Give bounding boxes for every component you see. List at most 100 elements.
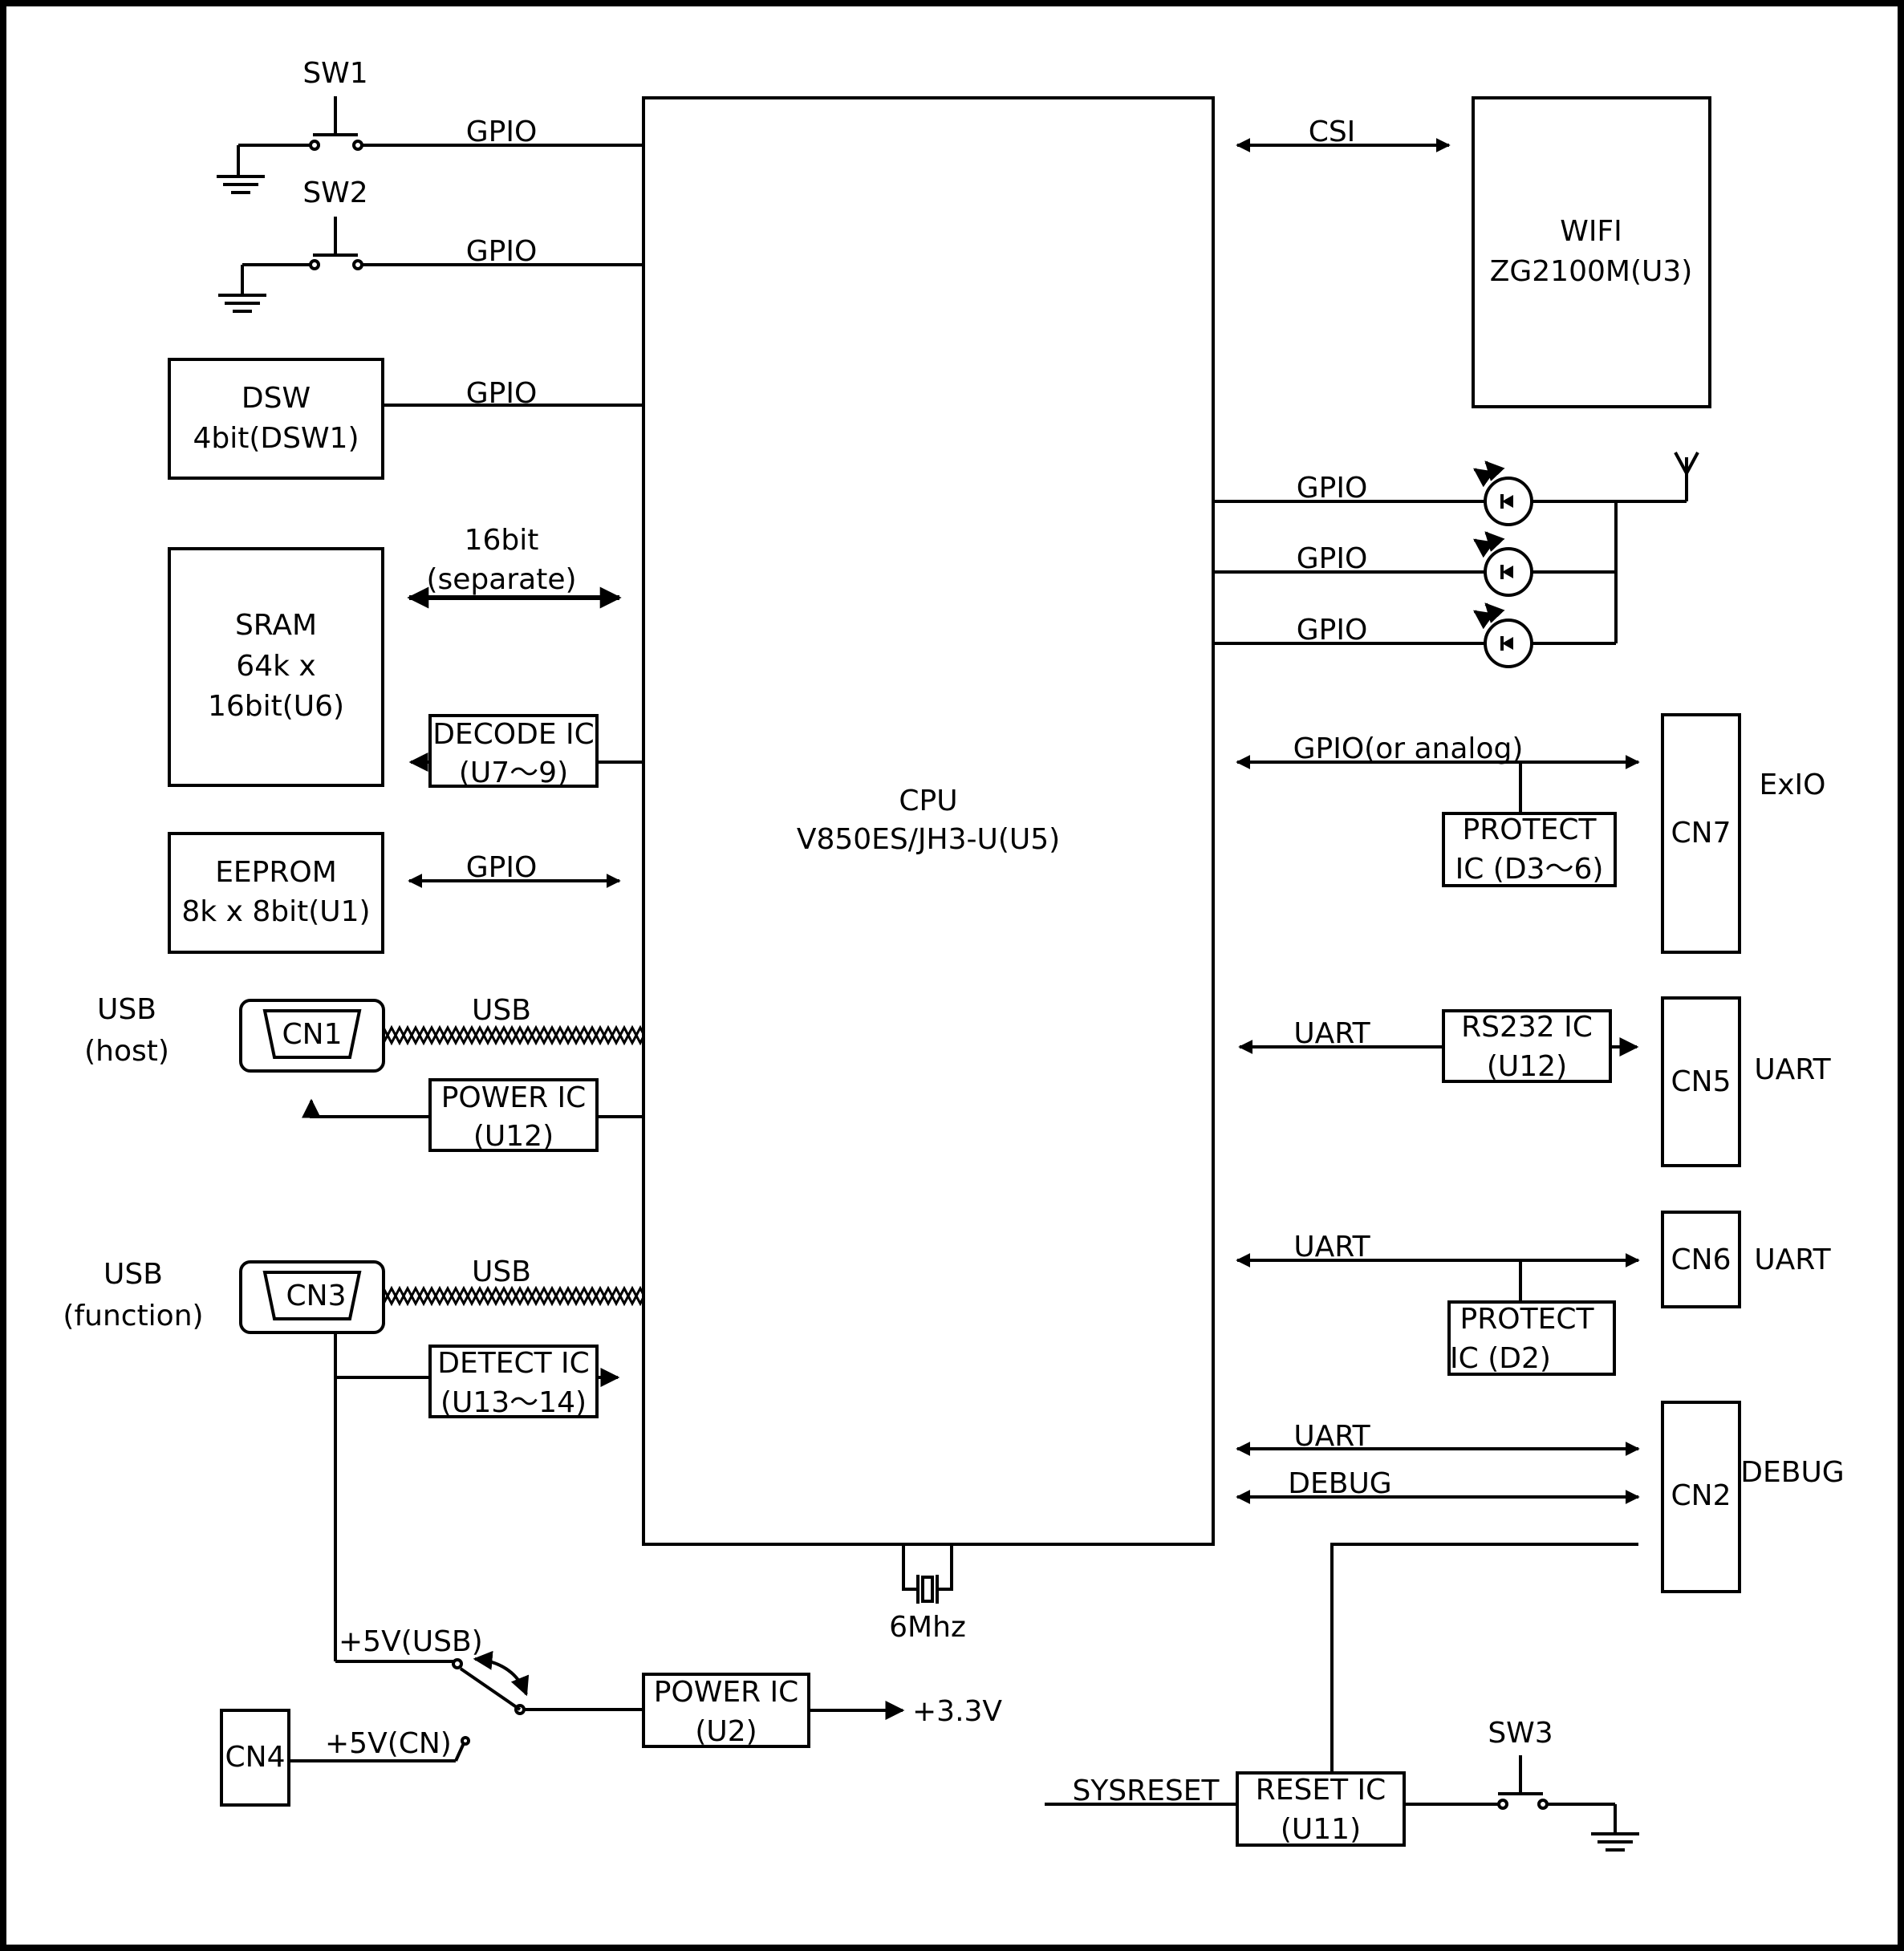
usb-host-connector: USB (host) CN1 USB: [84, 993, 531, 1073]
eeprom-label: EEPROM: [215, 856, 337, 889]
decode-ic-label: DECODE IC: [432, 718, 595, 751]
reset-ic-part: (U11): [1281, 1813, 1361, 1846]
debug-bus-label: DEBUG: [1288, 1467, 1391, 1500]
cpu-label: CPU: [899, 785, 957, 817]
eeprom-part: 8k x 8bit(U1): [181, 895, 370, 928]
usb-function-connector: USB (function) CN3 USB: [63, 1255, 531, 1334]
usb-power-ic-block: POWER IC (U12): [302, 1078, 643, 1153]
detect-ic-label: DETECT IC: [437, 1347, 590, 1380]
regulator-block: POWER IC (U2) +3.3V: [642, 1673, 1002, 1748]
sw3-switch: SW3: [1488, 1717, 1617, 1834]
debug-label: DEBUG: [1740, 1456, 1844, 1489]
uart6-protect-part: IC (D2): [1450, 1342, 1551, 1375]
gpio-sw2-label: GPIO: [466, 235, 538, 268]
sram-block: SRAM 64k x 16bit(U6) 16bit (separate): [168, 524, 622, 787]
usb-host-label: USB: [97, 993, 156, 1026]
usb-5v-label: +5V(USB): [339, 1625, 483, 1658]
sw3-label: SW3: [1488, 1717, 1553, 1750]
usb-5v-rail: +5V(USB): [334, 1332, 483, 1669]
wifi-part: ZG2100M(U3): [1490, 255, 1693, 288]
dsw-bus-label: GPIO: [466, 377, 538, 410]
led-icon: [1473, 531, 1533, 597]
dsw-label: DSW: [242, 382, 311, 415]
wifi-block: CSI WIFI ZG2100M(U3): [1236, 96, 1711, 408]
usb-power-ic-part: (U12): [473, 1120, 554, 1153]
uart5-bus-label: UART: [1293, 1017, 1370, 1050]
detect-ic-part: (U13～14): [440, 1386, 587, 1419]
wifi-label: WIFI: [1560, 215, 1622, 248]
decode-ic-block: DECODE IC (U7～9): [408, 714, 643, 789]
usb-host-mode: (host): [84, 1035, 169, 1068]
exio-bus-label: GPIO(or analog): [1293, 732, 1524, 765]
gpio-sw1-label: GPIO: [466, 116, 538, 148]
csi-label: CSI: [1309, 116, 1356, 148]
output-3v3-label: +3.3V: [912, 1695, 1002, 1728]
eeprom-block: EEPROM 8k x 8bit(U1) GPIO: [168, 832, 621, 954]
dsw-block: DSW 4bit(DSW1) GPIO: [168, 358, 643, 480]
usb-function-bus: [382, 1285, 645, 1307]
usb-function-label: USB: [104, 1258, 163, 1291]
cn6-label: CN6: [1671, 1243, 1731, 1276]
cn-5v-label: +5V(CN): [325, 1727, 452, 1760]
debug-uart-label: UART: [1293, 1420, 1370, 1453]
rs232-ic-part: (U12): [1487, 1050, 1567, 1083]
cn4-label: CN4: [225, 1741, 286, 1774]
decode-ic-part: (U7～9): [459, 756, 568, 789]
cn3-label: CN3: [286, 1280, 347, 1312]
uart6-block: UART PROTECT IC (D2) CN6 UART: [1236, 1211, 1832, 1376]
sram-size: 64k x: [236, 650, 315, 683]
cn7-label: CN7: [1671, 817, 1731, 850]
cpu-block: CPU V850ES/JH3-U(U5): [642, 96, 1215, 1546]
led-gpio-label: GPIO: [1297, 542, 1368, 575]
uart5-block: UART RS232 IC (U12) CN5 UART: [1238, 996, 1832, 1167]
debug-block: UART DEBUG CN2 DEBUG: [1236, 1401, 1845, 1773]
led-icon: [1473, 602, 1533, 668]
sw1-label: SW1: [302, 57, 367, 90]
exio-protect-label: PROTECT: [1463, 813, 1597, 846]
uart6-protect-label: PROTECT: [1460, 1303, 1595, 1336]
sram-bus-mode: (separate): [426, 563, 576, 596]
sw2-switch: SW2: [241, 176, 643, 295]
usb-function-mode: (function): [63, 1300, 203, 1332]
cn1-label: CN1: [282, 1018, 343, 1051]
sram-bus-width: 16bit: [465, 524, 539, 557]
ground-icon: [218, 294, 266, 313]
exio-protect-part: IC (D3～6): [1455, 853, 1604, 886]
led-gpio-label: GPIO: [1297, 472, 1368, 505]
cn4-connector: CN4 +5V(CN): [220, 1709, 470, 1807]
sw2-label: SW2: [302, 176, 367, 209]
antenna-icon: [1674, 452, 1699, 501]
regulator-label: POWER IC: [654, 1676, 799, 1709]
cpu-part: V850ES/JH3-U(U5): [797, 823, 1060, 856]
rs232-ic-label: RS232 IC: [1461, 1011, 1593, 1044]
reset-ic-label: RESET IC: [1256, 1774, 1386, 1807]
reset-ic-block: SYSRESET RESET IC (U11): [1045, 1771, 1499, 1847]
sysreset-label: SYSRESET: [1072, 1775, 1220, 1807]
usb-host-bus: [382, 1024, 645, 1046]
dsw-part: 4bit(DSW1): [193, 422, 359, 455]
eeprom-bus-label: GPIO: [466, 851, 538, 884]
crystal-icon: 6Mhz: [889, 1544, 966, 1644]
ground-icon: [1591, 1832, 1639, 1852]
usb-power-ic-label: POWER IC: [441, 1081, 587, 1114]
usb-host-bus-label: USB: [472, 994, 531, 1027]
exio-block: GPIO(or analog) PROTECT IC (D3～6) CN7 Ex…: [1236, 713, 1826, 954]
led-gpio-label: GPIO: [1297, 614, 1368, 647]
led-bank: GPIO GPIO GPIO: [1213, 460, 1687, 668]
uart5-label: UART: [1754, 1053, 1831, 1086]
usb-function-bus-label: USB: [472, 1255, 531, 1288]
ground-icon: [217, 175, 265, 194]
sw1-switch: SW1: [237, 57, 643, 176]
uart6-label: UART: [1754, 1243, 1831, 1276]
sram-part: 16bit(U6): [208, 690, 344, 723]
exio-label: ExIO: [1759, 769, 1825, 801]
crystal-label: 6Mhz: [889, 1611, 966, 1644]
power-select-switch: [459, 1650, 643, 1715]
sram-label: SRAM: [235, 609, 317, 642]
cn5-label: CN5: [1671, 1065, 1731, 1098]
led-icon: [1473, 460, 1533, 526]
detect-ic-block: DETECT IC (U13～14): [428, 1345, 620, 1419]
cn2-label: CN2: [1671, 1479, 1731, 1512]
